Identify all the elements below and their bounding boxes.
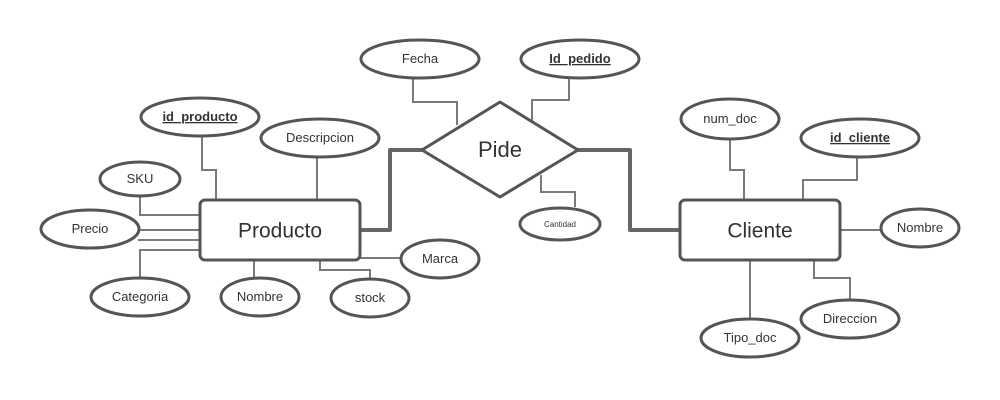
entity-producto-label: Producto — [238, 220, 322, 243]
attribute-nombre-cliente[interactable]: Nombre — [879, 207, 961, 249]
connector-categoria — [139, 249, 200, 280]
attribute-id-producto[interactable]: id_producto — [139, 96, 261, 138]
attribute-marca-label: Marca — [422, 251, 459, 266]
connector-id-pedido — [531, 78, 570, 122]
attribute-id-cliente-label: id_cliente — [830, 130, 890, 145]
attribute-num-doc-label: num_doc — [703, 111, 757, 126]
attribute-stock-label: stock — [355, 290, 386, 305]
attribute-direccion-label: Direccion — [823, 311, 877, 326]
attribute-id-producto-label: id_producto — [162, 109, 237, 124]
attribute-id-pedido[interactable]: Id_pedido — [519, 38, 641, 80]
entity-cliente[interactable]: Cliente — [678, 198, 842, 262]
attribute-nombre-cliente-label: Nombre — [897, 220, 943, 235]
connector-direccion — [813, 260, 851, 300]
attribute-stock[interactable]: stock — [329, 277, 411, 319]
attribute-descripcion-label: Descripcion — [286, 130, 354, 145]
attribute-fecha[interactable]: Fecha — [359, 38, 481, 80]
connector-pide-cliente — [578, 148, 680, 232]
attribute-precio[interactable]: Precio — [39, 208, 141, 250]
connector-producto-pide — [360, 148, 422, 232]
relationship-connectors — [360, 148, 680, 232]
attribute-nombre-producto-label: Nombre — [237, 289, 283, 304]
attribute-marca[interactable]: Marca — [399, 238, 481, 280]
attribute-fecha-label: Fecha — [402, 51, 439, 66]
relationship-pide-label: Pide — [478, 137, 522, 162]
attribute-categoria-label: Categoria — [112, 289, 169, 304]
attribute-tipo-doc-label: Tipo_doc — [724, 330, 777, 345]
attribute-sku[interactable]: SKU — [98, 160, 182, 198]
connector-num-doc — [729, 139, 745, 200]
attribute-cantidad[interactable]: Cantidad — [518, 206, 602, 242]
attribute-id-pedido-label: Id_pedido — [549, 51, 610, 66]
connector-cantidad — [540, 175, 576, 207]
relationship-pide[interactable]: Pide — [420, 100, 580, 199]
attribute-id-cliente[interactable]: id_cliente — [799, 117, 921, 159]
attribute-num-doc[interactable]: num_doc — [679, 97, 781, 141]
attribute-cantidad-label: Cantidad — [544, 220, 576, 229]
connector-fecha — [412, 78, 458, 125]
connector-stock — [319, 260, 371, 280]
entity-cliente-label: Cliente — [727, 220, 792, 243]
attribute-direccion[interactable]: Direccion — [799, 298, 901, 340]
attribute-categoria[interactable]: Categoria — [89, 276, 191, 318]
attribute-descripcion[interactable]: Descripcion — [259, 117, 381, 159]
connector-id-cliente — [802, 157, 858, 200]
attribute-precio-label: Precio — [72, 221, 109, 236]
entity-producto[interactable]: Producto — [198, 198, 362, 262]
attribute-sku-label: SKU — [127, 171, 154, 186]
attribute-tipo-doc[interactable]: Tipo_doc — [699, 317, 801, 359]
attribute-nombre-producto[interactable]: Nombre — [219, 276, 301, 318]
connector-id-producto — [201, 136, 217, 200]
connector-sku — [139, 196, 200, 216]
